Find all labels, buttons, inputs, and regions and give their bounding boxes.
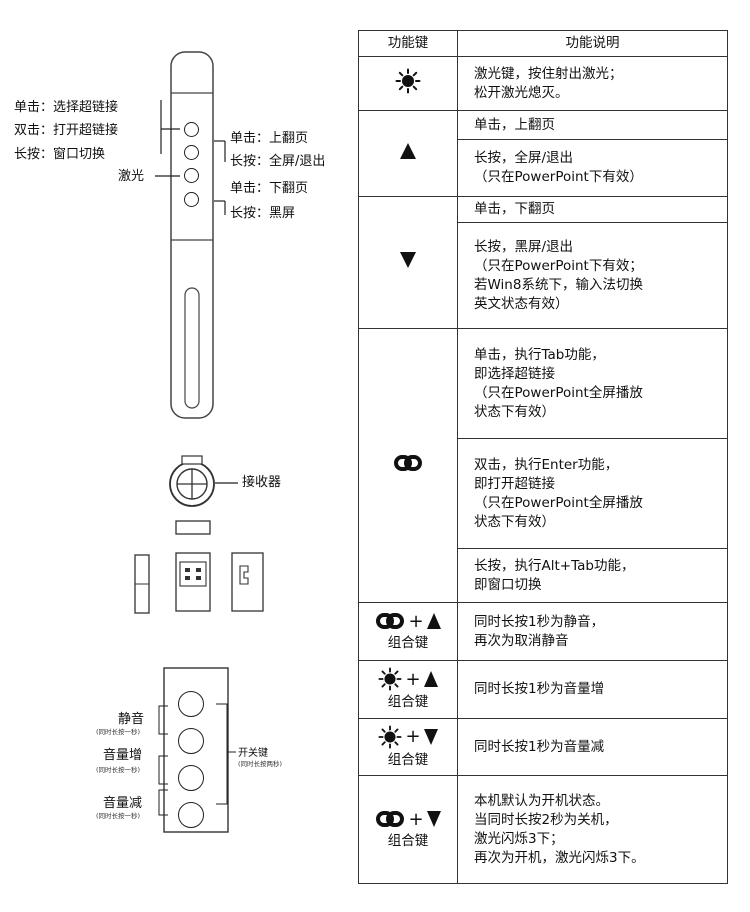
laser-button: [184, 168, 199, 183]
combo-laser-down: + 组合键: [358, 718, 458, 776]
label-volume-down: 音量减: [103, 796, 143, 811]
label-power-key-sub: (同时长按两秒): [238, 760, 283, 768]
label-long-press-switch: 长按：窗口切换: [14, 147, 106, 162]
row-power-desc: 本机默认为开机状态。当同时长按2秒为关机，激光闪烁3下；再次为开机，激光闪烁3下…: [457, 775, 728, 884]
laser-icon: [378, 724, 402, 749]
row-enter-desc: 双击，执行Enter功能，即打开超链接（只在PowerPoint全屏播放状态下有…: [457, 438, 728, 549]
row-black-screen-desc: 长按，黑屏/退出（只在PowerPoint下有效；若Win8系统下，输入法切换英…: [457, 222, 728, 329]
label-volume-up: 音量增: [103, 748, 143, 763]
label-volume-down-sub: (同时长按一秒): [96, 812, 141, 820]
link-icon: [376, 613, 405, 629]
header-function-desc: 功能说明: [457, 30, 728, 57]
link-icon: [376, 811, 405, 827]
pen-button-2: [184, 145, 199, 160]
pointer-body: [134, 51, 264, 833]
label-receiver: 接收器: [242, 475, 282, 490]
label-laser: 激光: [118, 169, 145, 184]
down-triangle-icon: [358, 196, 458, 329]
combo-laser-up: + 组合键: [358, 660, 458, 719]
panel-button-1: [178, 691, 204, 717]
row-mute-desc: 同时长按1秒为静音，再次为取消静音: [457, 602, 728, 661]
laser-icon: [378, 667, 402, 691]
panel-button-2: [178, 728, 204, 754]
label-mute: 静音: [118, 712, 145, 727]
up-triangle-icon: [426, 613, 441, 629]
pen-button-1: [184, 122, 199, 137]
row-volume-up-desc: 同时长按1秒为音量增: [457, 660, 728, 719]
row-page-down-desc: 单击，下翻页: [457, 196, 728, 223]
row-alt-tab-desc: 长按，执行Alt+Tab功能，即窗口切换: [457, 548, 728, 603]
label-mute-sub: (同时长按一秒): [96, 728, 141, 736]
function-table: 功能键 功能说明 激光键，按住射出激光；松开激光熄灭。 单击，上翻页 长按，全屏…: [358, 30, 728, 884]
header-function-key: 功能键: [358, 30, 458, 57]
label-volume-up-sub: (同时长按一秒): [96, 766, 141, 774]
panel-button-4: [178, 802, 204, 828]
up-triangle-icon: [358, 110, 458, 197]
down-triangle-icon: [426, 811, 441, 827]
laser-icon: [358, 56, 458, 111]
row-page-up-desc: 单击，上翻页: [457, 110, 728, 140]
label-fullscreen: 长按：全屏/退出: [230, 154, 326, 169]
combo-link-down: + 组合键: [358, 775, 458, 884]
row-fullscreen-desc: 长按，全屏/退出（只在PowerPoint下有效）: [457, 139, 728, 197]
label-power-key: 开关键: [238, 748, 268, 759]
panel-button-3: [178, 765, 204, 791]
label-single-click-select: 单击：选择超链接: [14, 100, 119, 115]
row-laser-desc: 激光键，按住射出激光；松开激光熄灭。: [457, 56, 728, 111]
row-volume-down-desc: 同时长按1秒为音量减: [457, 718, 728, 776]
link-icon: [358, 328, 458, 603]
row-tab-desc: 单击，执行Tab功能，即选择超链接（只在PowerPoint全屏播放状态下有效）: [457, 328, 728, 439]
label-page-up: 单击：上翻页: [230, 131, 309, 146]
label-black-screen: 长按：黑屏: [230, 206, 296, 221]
label-double-click-open: 双击：打开超链接: [14, 123, 119, 138]
label-page-down: 单击：下翻页: [230, 181, 309, 196]
up-triangle-icon: [423, 671, 438, 687]
pen-button-4: [184, 192, 199, 207]
down-triangle-icon: [423, 728, 438, 745]
combo-link-up: + 组合键: [358, 602, 458, 661]
